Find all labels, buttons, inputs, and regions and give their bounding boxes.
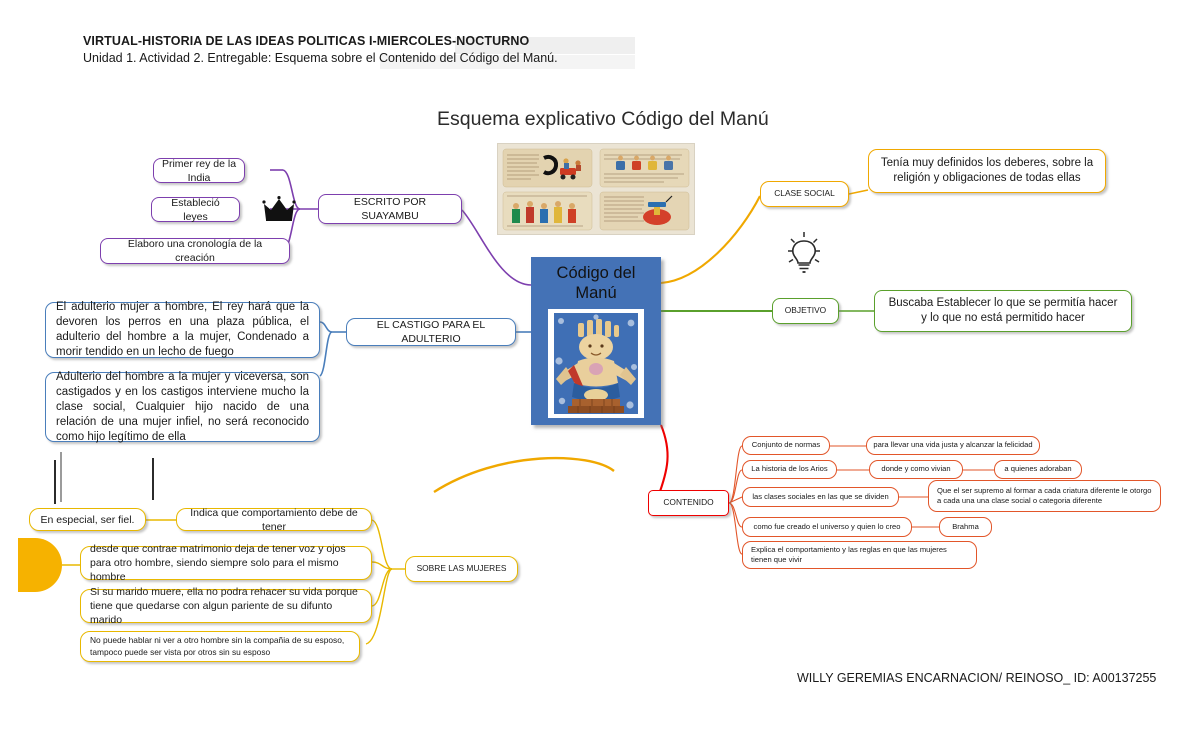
node-label: EL CASTIGO PARA EL ADULTERIO bbox=[376, 319, 486, 345]
node-label: donde y como vivian bbox=[881, 464, 951, 474]
brahma-deity-image bbox=[548, 309, 644, 418]
node-label: En especial, ser fiel. bbox=[40, 513, 135, 526]
tick-mark-2 bbox=[60, 452, 62, 502]
node-donde-y-como-vivian[interactable]: donde y como vivian bbox=[869, 460, 963, 479]
node-contrae-matrimonio[interactable]: desde que contrae matrimonio deja de ten… bbox=[80, 543, 372, 583]
assignment-subtitle: Unidad 1. Actividad 2. Entregable: Esque… bbox=[83, 51, 558, 65]
redaction-bar-2 bbox=[380, 55, 635, 69]
node-indica-comportamiento[interactable]: Indica que comportamiento debe de tener bbox=[176, 506, 372, 533]
node-si-su-marido-muere[interactable]: Si su marido muere, ella no podra rehace… bbox=[80, 586, 372, 626]
redaction-bar-1 bbox=[455, 37, 635, 54]
node-vida-justa-felicidad[interactable]: para llevar una vida justa y alcanzar la… bbox=[866, 436, 1040, 455]
lightbulb-icon bbox=[783, 231, 825, 275]
central-node-label: Código del Manú bbox=[531, 263, 661, 303]
node-label: ESCRITO POR SUAYAMBU bbox=[353, 196, 427, 222]
node-no-puede-hablar-otro-hombre[interactable]: No puede hablar ni ver a otro hombre sin… bbox=[80, 631, 360, 662]
node-label: las clases sociales en las que se divide… bbox=[752, 491, 889, 501]
node-label: CONTENIDO bbox=[663, 497, 714, 508]
node-label: Conjunto de normas bbox=[751, 440, 821, 450]
central-label-line2: Manú bbox=[575, 284, 617, 302]
node-label: Explica el comportamiento y las reglas e… bbox=[751, 544, 947, 565]
node-label: Si su marido muere, ella no podra rehace… bbox=[90, 586, 358, 626]
node-sobre-las-mujeres[interactable]: SOBRE LAS MUJERES bbox=[405, 556, 518, 582]
half-disc-shape bbox=[18, 538, 62, 592]
sanskrit-manuscript-image bbox=[497, 143, 695, 235]
node-label: a quienes adoraban bbox=[1004, 464, 1072, 474]
node-label: Elaboro una cronología de la creación bbox=[127, 238, 263, 264]
node-historia-de-los-arios[interactable]: La historia de los Arios bbox=[742, 460, 837, 479]
node-label: La historia de los Arios bbox=[751, 464, 828, 474]
author-footer: WILLY GEREMIAS ENCARNACION/ REINOSO_ ID:… bbox=[797, 671, 1157, 685]
node-conjunto-de-normas[interactable]: Conjunto de normas bbox=[742, 436, 830, 455]
node-a-quienes-adoraban[interactable]: a quienes adoraban bbox=[994, 460, 1082, 479]
node-castigo-detalle-2[interactable]: Adulterio del hombre a la mujer y viceve… bbox=[45, 370, 320, 443]
node-label: Adulterio del hombre a la mujer y viceve… bbox=[56, 370, 309, 443]
document-header: VIRTUAL-HISTORIA DE LAS IDEAS POLITICAS … bbox=[83, 33, 843, 67]
crown-icon bbox=[262, 196, 296, 222]
node-label: desde que contrae matrimonio deja de ten… bbox=[90, 543, 346, 583]
node-el-castigo-para-el-adulterio[interactable]: EL CASTIGO PARA EL ADULTERIO bbox=[346, 318, 516, 346]
node-label: para llevar una vida justa y alcanzar la… bbox=[873, 440, 1033, 450]
node-objetivo[interactable]: OBJETIVO bbox=[772, 298, 839, 324]
node-label: El adulterio mujer a hombre, El rey hará… bbox=[56, 301, 309, 358]
node-label: Brahma bbox=[952, 521, 979, 531]
node-label: SOBRE LAS MUJERES bbox=[416, 563, 507, 574]
node-label: OBJETIVO bbox=[784, 305, 827, 316]
node-clases-sociales-divididas[interactable]: las clases sociales en las que se divide… bbox=[742, 487, 899, 507]
node-label: como fue creado el universo y quien lo c… bbox=[753, 521, 901, 531]
tick-mark-3 bbox=[152, 458, 154, 500]
node-clase-social[interactable]: CLASE SOCIAL bbox=[760, 181, 849, 207]
node-ser-supremo-clase-social[interactable]: Que el ser supremo al formar a cada cria… bbox=[928, 480, 1161, 512]
node-escrito-por-suayambu[interactable]: ESCRITO POR SUAYAMBU bbox=[318, 194, 462, 224]
node-brahma[interactable]: Brahma bbox=[939, 517, 992, 537]
node-primer-rey-de-la-india[interactable]: Primer rey de la India bbox=[153, 157, 245, 184]
node-objetivo-detalle[interactable]: Buscaba Establecer lo que se permitía ha… bbox=[874, 290, 1132, 332]
node-label: Que el ser supremo al formar a cada cria… bbox=[937, 485, 1152, 506]
node-como-fue-creado-universo[interactable]: como fue creado el universo y quien lo c… bbox=[742, 517, 912, 537]
node-label: Buscaba Establecer lo que se permitía ha… bbox=[888, 297, 1118, 324]
node-label: CLASE SOCIAL bbox=[774, 188, 835, 199]
node-label: Primer rey de la India bbox=[161, 157, 237, 184]
node-en-especial-ser-fiel[interactable]: En especial, ser fiel. bbox=[29, 508, 146, 531]
node-establecio-leyes[interactable]: Estableció leyes bbox=[151, 196, 240, 223]
node-comportamiento-reglas-mujeres[interactable]: Explica el comportamiento y las reglas e… bbox=[742, 541, 977, 569]
node-contenido[interactable]: CONTENIDO bbox=[648, 490, 729, 516]
course-title: VIRTUAL-HISTORIA DE LAS IDEAS POLITICAS … bbox=[83, 34, 530, 48]
page-title: Esquema explicativo Código del Manú bbox=[437, 108, 769, 130]
tick-mark-1 bbox=[54, 460, 56, 504]
node-label: Estableció leyes bbox=[171, 196, 220, 223]
central-label-line1: Código del bbox=[556, 264, 636, 282]
node-elaboro-cronologia-creacion[interactable]: Elaboro una cronología de la creación bbox=[100, 238, 290, 264]
node-label: Indica que comportamiento debe de tener bbox=[190, 506, 358, 533]
central-node-codigo-del-manu[interactable]: Código del Manú bbox=[531, 257, 661, 425]
node-clase-social-detalle[interactable]: Tenía muy definidos los deberes, sobre l… bbox=[868, 149, 1106, 193]
node-label: No puede hablar ni ver a otro hombre sin… bbox=[90, 635, 345, 657]
node-castigo-detalle-1[interactable]: El adulterio mujer a hombre, El rey hará… bbox=[45, 301, 320, 358]
node-label: Tenía muy definidos los deberes, sobre l… bbox=[880, 157, 1094, 184]
